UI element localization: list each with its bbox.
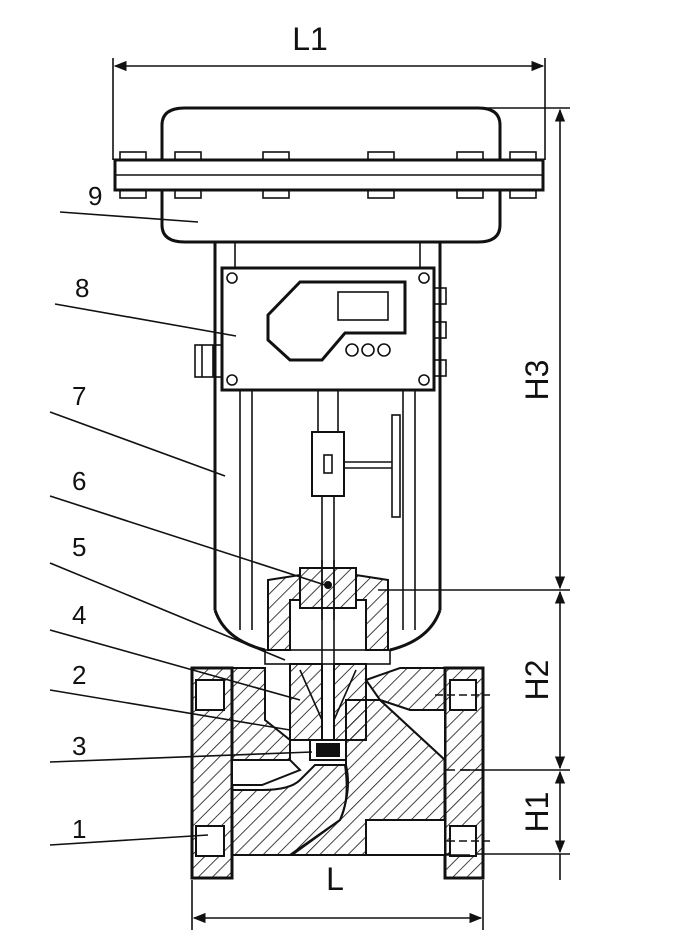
dimension-l-label: L: [326, 861, 344, 897]
part-label-9: 9: [88, 181, 102, 211]
part-label-4: 4: [72, 600, 86, 630]
bonnet: [264, 560, 391, 665]
part-label-2: 2: [72, 660, 86, 690]
positioner: [194, 266, 447, 392]
dimension-l1: L1: [112, 21, 546, 160]
part-label-6: 6: [72, 466, 86, 496]
part-label-7: 7: [72, 381, 86, 411]
leader-lines: [49, 211, 326, 846]
valve-body: [190, 666, 490, 880]
part-label-1: 1: [72, 814, 86, 844]
dimension-h1-label: H1: [519, 792, 555, 833]
dimension-l1-label: L1: [292, 21, 328, 57]
part-label-5: 5: [72, 532, 86, 562]
part-label-8: 8: [75, 273, 89, 303]
dimension-h2-label: H2: [519, 660, 555, 701]
part-label-3: 3: [72, 731, 86, 761]
dimension-h3-label: H3: [519, 360, 555, 401]
diaphragm-actuator: [113, 106, 545, 244]
part-labels: 9 8 7 6 5 4 2 3 1: [72, 181, 102, 844]
dimension-l: L: [191, 861, 484, 930]
